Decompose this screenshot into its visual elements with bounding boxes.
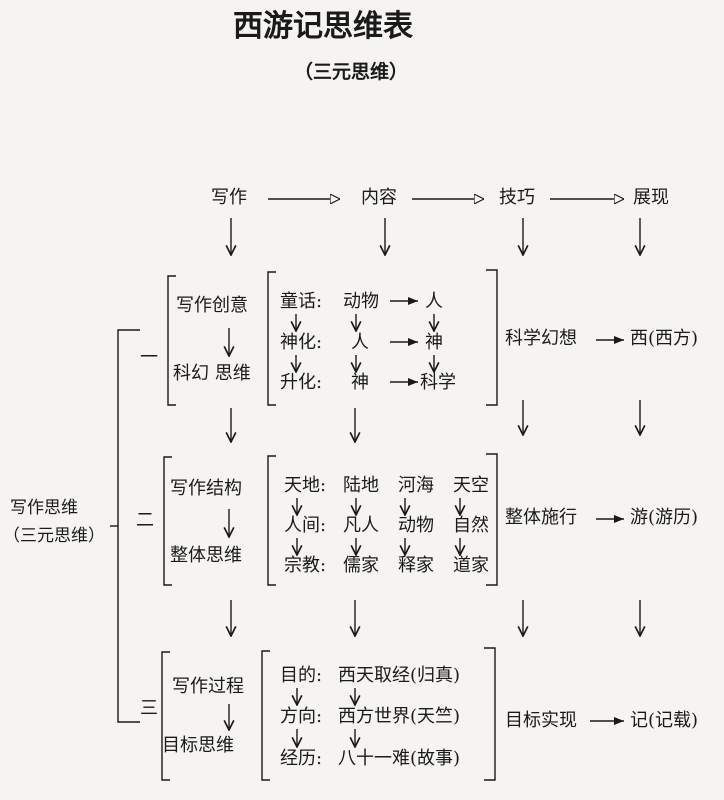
section-3-row-3-item-1: 八十一难(故事) <box>338 748 461 769</box>
section-1-row-2-item-1: 人 <box>351 332 369 353</box>
section-2-row-2-item-2: 动物 <box>398 515 434 536</box>
left-label-line2: （三元思维） <box>3 526 105 546</box>
section-2-row-1-item-2: 河海 <box>398 475 434 496</box>
section-2-technique: 整体施行 <box>505 507 577 528</box>
section-3-row-3-label: 经历: <box>280 748 323 769</box>
section-1-result: 西(西方) <box>630 328 699 349</box>
left-label-line1: 写作思维 <box>10 498 78 518</box>
section-3-concept-top: 写作过程 <box>172 676 244 697</box>
section-3-row-1-item-1: 西天取经(归真) <box>338 665 461 686</box>
page-title: 西游记思维表 <box>233 9 413 44</box>
section-1-row-2-item-2: 神 <box>425 332 443 353</box>
section-2-row-3-label: 宗教: <box>284 555 327 576</box>
section-2-concept-top: 写作结构 <box>170 478 242 499</box>
section-1-row-3-label: 升化: <box>280 372 323 393</box>
section-1-technique: 科学幻想 <box>505 328 577 349</box>
section-3-bracket-content-left <box>261 650 270 781</box>
section-1-numeral: 一 <box>140 347 158 368</box>
section-3-technique: 目标实现 <box>505 710 577 731</box>
section-2-row-1-label: 天地: <box>284 475 327 496</box>
section-2-row-1-item-3: 天空 <box>453 475 489 496</box>
section-2-row-3-item-2: 释家 <box>398 555 434 576</box>
section-1-concept-bottom: 科幻 思维 <box>173 363 251 384</box>
section-1-bracket-content-left <box>267 271 276 406</box>
section-2-row-3-item-3: 道家 <box>453 555 489 576</box>
top-row-label-technique: 技巧 <box>499 187 535 208</box>
top-row-label-presentation: 展现 <box>633 187 669 208</box>
section-1-row-1-label: 童话: <box>280 291 323 312</box>
section-2-row-2-item-3: 自然 <box>453 515 489 536</box>
section-2-bracket-concept <box>163 456 172 586</box>
section-3-bracket-concept <box>161 651 170 781</box>
section-1-row-3-item-1: 神 <box>351 372 369 393</box>
section-1-concept-top: 写作创意 <box>176 295 248 316</box>
section-2-bracket-content-left <box>267 455 276 586</box>
section-3-row-2-label: 方向: <box>280 706 323 727</box>
section-3-numeral: 三 <box>140 698 158 719</box>
section-2-result: 游(游历) <box>630 507 699 528</box>
left-bracket <box>117 329 140 723</box>
section-1-row-1-item-1: 动物 <box>343 291 379 312</box>
section-2-numeral: 二 <box>136 510 154 531</box>
section-3-concept-bottom: 目标思维 <box>162 735 234 756</box>
section-2-row-1-item-1: 陆地 <box>343 475 379 496</box>
section-3-result: 记(记载) <box>630 710 699 731</box>
section-1-bracket-concept <box>167 275 176 406</box>
section-2-row-2-item-1: 凡人 <box>343 515 379 536</box>
section-2-row-3-item-1: 儒家 <box>343 555 379 576</box>
section-2-bracket-content-right <box>486 453 498 586</box>
section-1-row-2-label: 神化: <box>280 332 323 353</box>
section-2-concept-bottom: 整体思维 <box>170 545 242 566</box>
section-2-row-2-label: 人间: <box>284 515 327 536</box>
section-3-row-2-item-1: 西方世界(天竺) <box>338 706 461 727</box>
section-1-row-1-item-2: 人 <box>425 291 443 312</box>
section-3-row-1-label: 目的: <box>280 665 323 686</box>
page-subtitle: （三元思维） <box>294 61 409 83</box>
top-row-label-writing: 写作 <box>211 187 247 208</box>
top-row-label-content: 内容 <box>361 187 397 208</box>
section-1-row-3-item-2: 科学 <box>420 372 456 393</box>
section-3-bracket-content-right <box>484 647 496 781</box>
section-1-bracket-content-right <box>486 269 498 406</box>
